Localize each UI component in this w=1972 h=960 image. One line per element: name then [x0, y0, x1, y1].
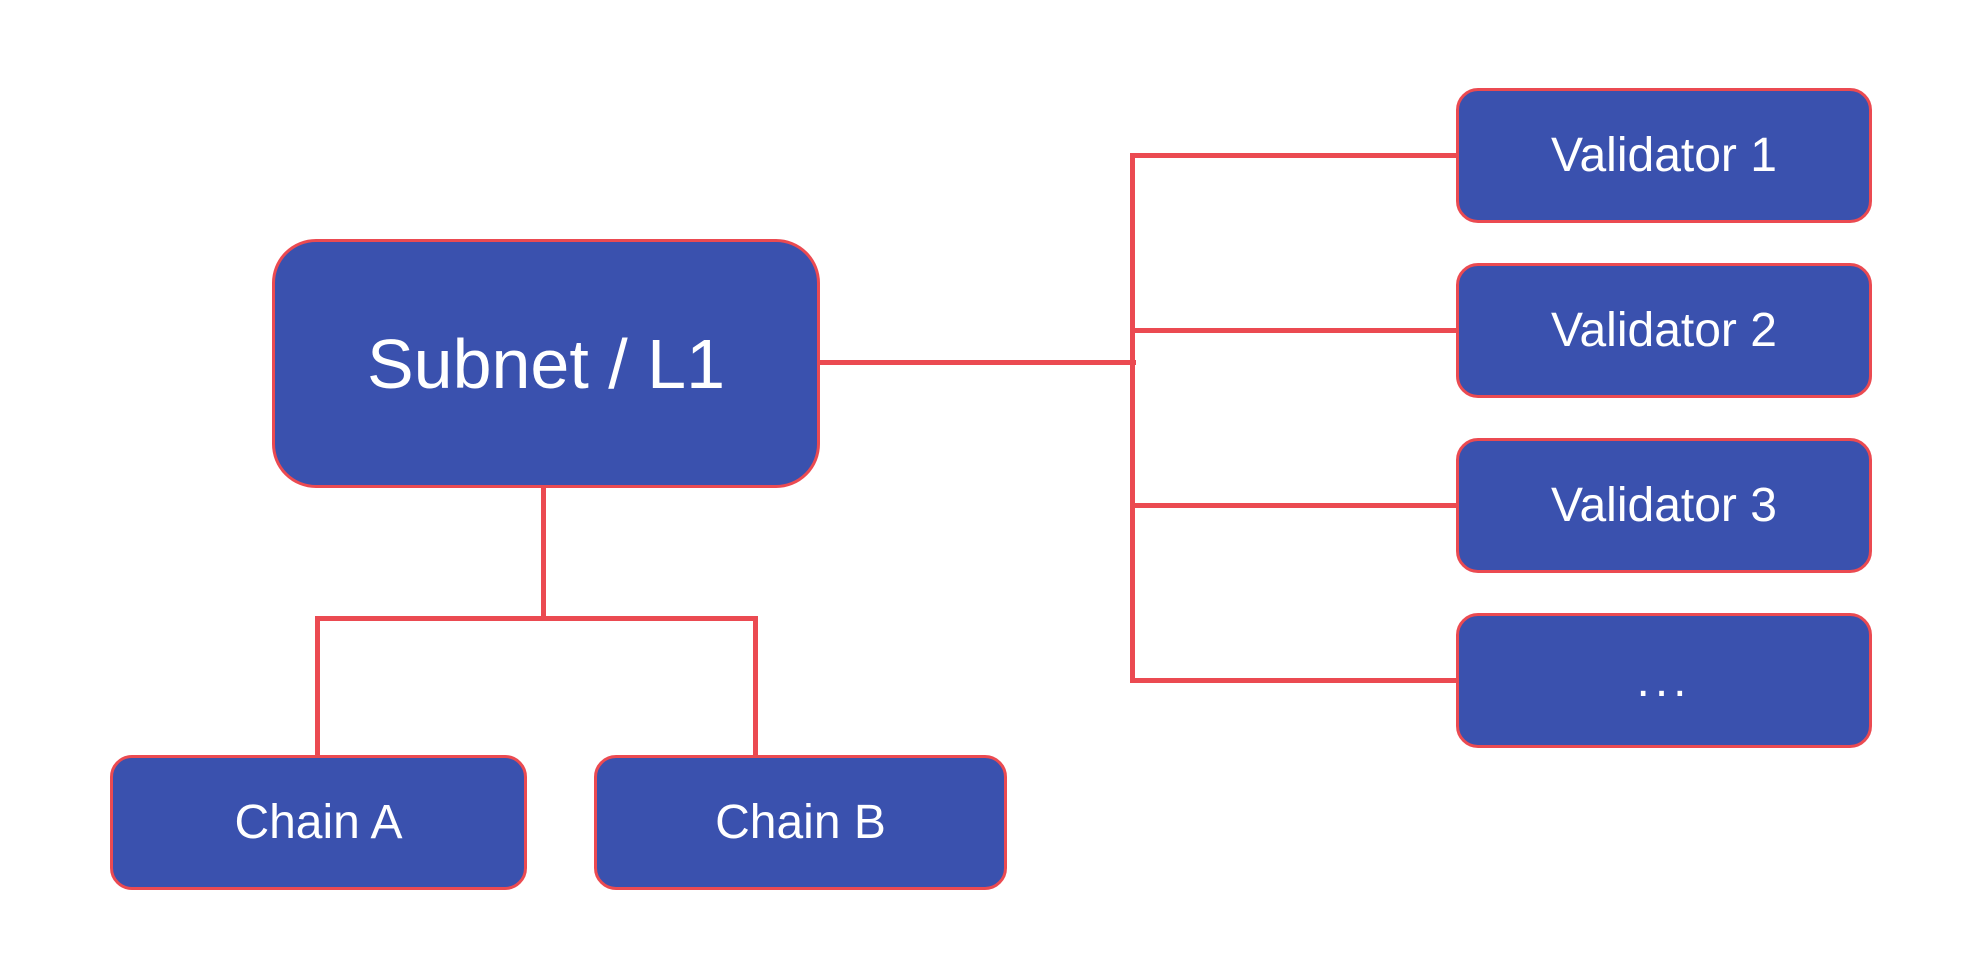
- connector-subnet-to-trunk: [818, 360, 1136, 365]
- validator-1-node: Validator 1: [1456, 88, 1872, 223]
- connector-subnet-drop-vertical: [541, 486, 546, 621]
- validator-3-node: Validator 3: [1456, 438, 1872, 573]
- connector-branch-validator-dots: [1130, 678, 1458, 683]
- connector-chain-b-drop: [753, 616, 758, 757]
- connector-branch-validator-3: [1130, 503, 1458, 508]
- connector-chain-a-drop: [315, 616, 320, 757]
- connector-branch-validator-2: [1130, 328, 1458, 333]
- chain-b-node: Chain B: [594, 755, 1007, 890]
- validator-2-node: Validator 2: [1456, 263, 1872, 398]
- connector-chain-distribution-horizontal: [315, 616, 758, 621]
- chain-a-node: Chain A: [110, 755, 527, 890]
- subnet-l1-node: Subnet / L1: [272, 239, 820, 488]
- connector-branch-validator-1: [1130, 153, 1458, 158]
- validator-more-node: ...: [1456, 613, 1872, 748]
- connector-validator-trunk-vertical: [1130, 153, 1135, 683]
